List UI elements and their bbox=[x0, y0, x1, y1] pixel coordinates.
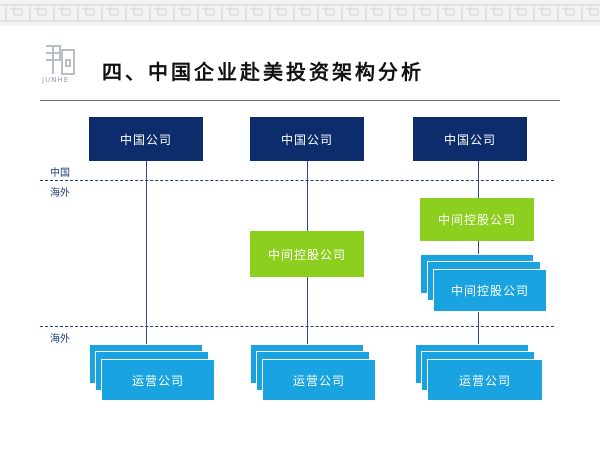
title-rule bbox=[40, 100, 560, 101]
intermediate-holding-box-2: 中间控股公司 bbox=[250, 231, 364, 277]
region-label-china: 中国 bbox=[50, 168, 70, 179]
intermediate-holding-stack-box-3: 中间控股公司 bbox=[433, 269, 547, 312]
connector-column-3-lower bbox=[478, 312, 479, 346]
region-label-overseas-lower: 海外 bbox=[50, 334, 70, 345]
operating-company-box-1: 运营公司 bbox=[101, 359, 215, 401]
operating-company-box-3: 运营公司 bbox=[427, 359, 543, 401]
china-company-box-3: 中国公司 bbox=[413, 117, 527, 161]
connector-column-3-middle bbox=[478, 241, 479, 255]
china-company-box-1: 中国公司 bbox=[89, 117, 203, 161]
connector-column-3-upper bbox=[478, 161, 479, 199]
connector-column-2-upper bbox=[307, 161, 308, 231]
connector-column-1 bbox=[146, 161, 147, 346]
page-title: 四、中国企业赴美投资架构分析 bbox=[102, 60, 424, 84]
operating-company-box-2: 运营公司 bbox=[262, 359, 376, 401]
china-border-line bbox=[40, 180, 554, 181]
header-pattern bbox=[0, 0, 600, 26]
china-company-box-2: 中国公司 bbox=[250, 117, 364, 161]
logo-text: JUNHE bbox=[42, 76, 70, 84]
overseas-border-line bbox=[40, 326, 554, 327]
intermediate-holding-box-3: 中间控股公司 bbox=[420, 198, 534, 241]
region-label-overseas-upper: 海外 bbox=[50, 188, 70, 199]
junhe-logo-icon bbox=[46, 45, 75, 75]
connector-column-2-lower bbox=[307, 277, 308, 346]
